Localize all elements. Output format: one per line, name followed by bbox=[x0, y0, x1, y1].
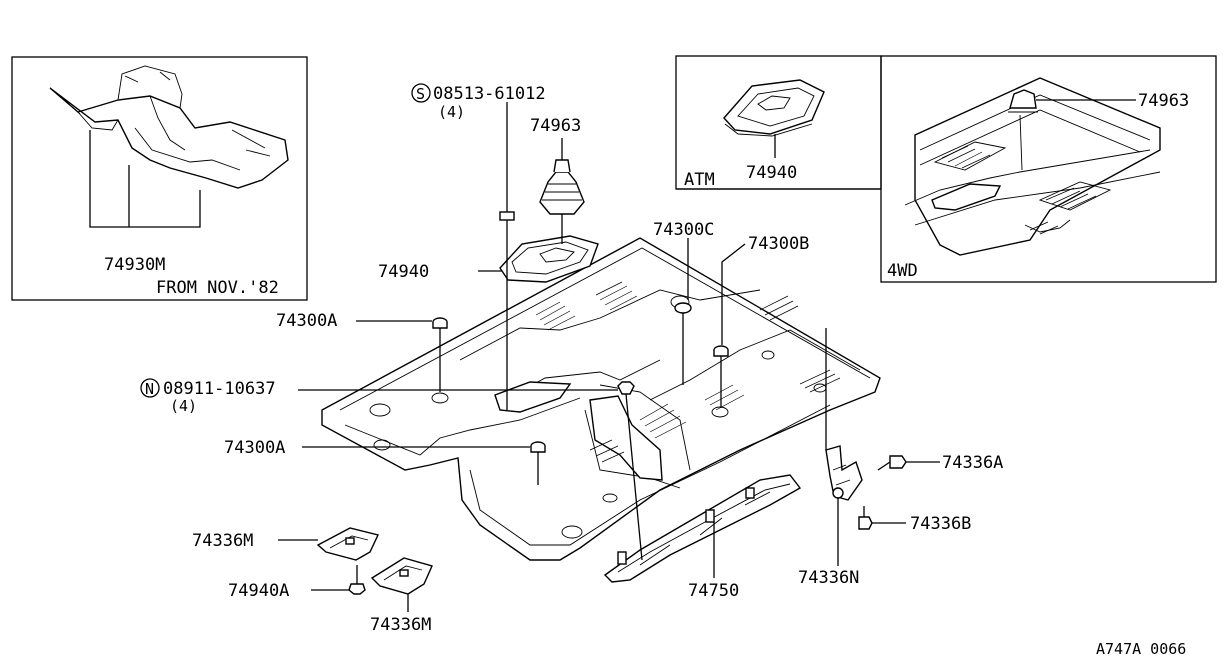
callout-line-74930m bbox=[89, 130, 201, 228]
label-4wd-74963: 74963 bbox=[1138, 91, 1189, 111]
inset-atm: 74940 ATM bbox=[675, 55, 882, 190]
floor-insulator-drawing bbox=[49, 65, 289, 189]
label-74963: 74963 bbox=[530, 116, 581, 136]
plug-74300c bbox=[674, 302, 692, 314]
under-cover-74750 bbox=[603, 474, 802, 583]
nut-n-callout: N 08911-10637 (4) bbox=[140, 378, 276, 415]
label-74300a-upper: 74300A bbox=[276, 311, 337, 331]
symbol-n-circle bbox=[140, 378, 160, 398]
label-nut-n-qty: (4) bbox=[170, 397, 197, 415]
caption-4wd: 4WD bbox=[887, 261, 918, 281]
label-74750: 74750 bbox=[688, 581, 739, 601]
caption-from-nov-82: FROM NOV.'82 bbox=[156, 278, 279, 298]
bolt-08513 bbox=[499, 211, 515, 235]
label-74336a: 74336A bbox=[942, 453, 1003, 473]
nut-08911 bbox=[617, 381, 635, 395]
label-74336n: 74336N bbox=[798, 568, 859, 588]
label-08513-61012: 08513-61012 bbox=[433, 84, 546, 104]
symbol-s-circle bbox=[411, 83, 431, 103]
cover-plate-74940 bbox=[499, 235, 599, 283]
reference-code: A747A 0066 bbox=[1096, 640, 1186, 658]
4wd-floor-drawing bbox=[904, 77, 1161, 256]
main-floor-panel bbox=[321, 237, 881, 561]
plug-74300a-lower bbox=[530, 441, 546, 453]
plug-74300a-upper bbox=[432, 317, 448, 329]
label-atm-74940: 74940 bbox=[746, 163, 797, 183]
label-74940: 74940 bbox=[378, 262, 429, 282]
symbol-n: N bbox=[145, 380, 154, 398]
label-74300c: 74300C bbox=[653, 220, 714, 240]
label-74300a-lower: 74300A bbox=[224, 438, 285, 458]
bolt-74336b bbox=[858, 506, 873, 530]
callout-lines bbox=[278, 102, 940, 612]
label-74336m-lower: 74336M bbox=[370, 615, 431, 635]
bracket-74336m-upper bbox=[316, 527, 379, 561]
plug-74300b bbox=[713, 345, 729, 357]
label-74300b: 74300B bbox=[748, 234, 809, 254]
grommet-74963 bbox=[539, 159, 585, 215]
inset-4wd: 74963 4WD bbox=[676, 55, 1217, 283]
label-bolt-s-qty: (4) bbox=[438, 103, 465, 121]
label-74336m-upper: 74336M bbox=[192, 531, 253, 551]
label-74930m: 74930M bbox=[104, 255, 165, 275]
bracket-74336m-lower bbox=[370, 557, 433, 595]
label-74940a: 74940A bbox=[228, 581, 289, 601]
inset-from-nov-82-frame bbox=[11, 56, 308, 301]
bolt-s-callout: S 08513-61012 (4) bbox=[411, 83, 546, 121]
symbol-s: S bbox=[416, 85, 425, 103]
bolt-74336a bbox=[877, 455, 907, 471]
inset-from-nov-82: 74930M FROM NOV.'82 bbox=[11, 56, 308, 301]
caption-atm: ATM bbox=[684, 170, 715, 190]
bracket-74336n bbox=[825, 445, 863, 501]
label-74336b: 74336B bbox=[910, 514, 971, 534]
inset-4wd-frame bbox=[880, 55, 1217, 283]
atm-cover-drawing bbox=[723, 79, 825, 137]
label-08911-10637: 08911-10637 bbox=[163, 379, 276, 399]
bolt-74940a bbox=[348, 565, 366, 595]
